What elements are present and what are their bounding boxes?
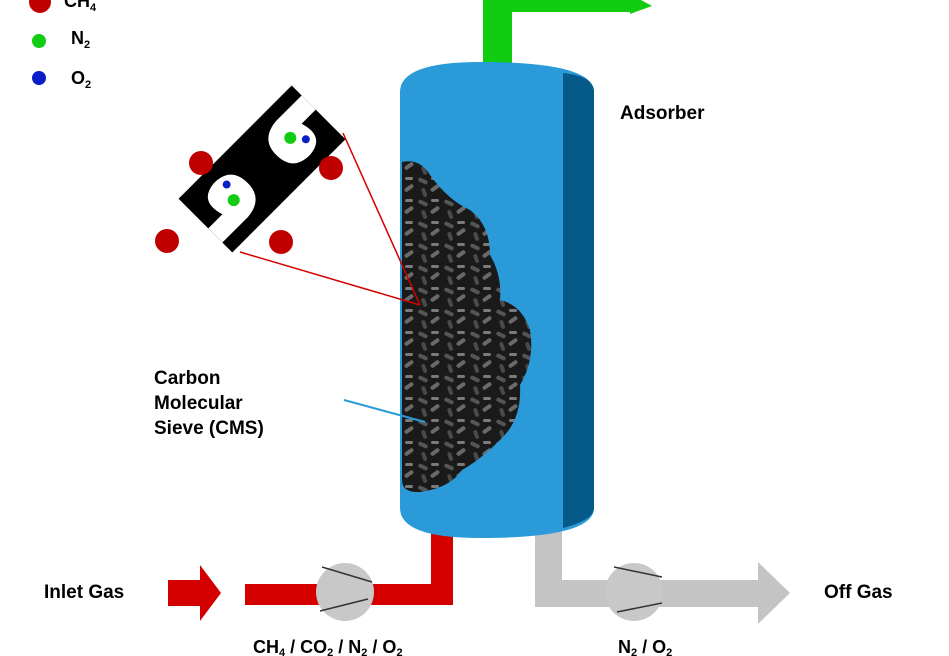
off-gas-pipe — [535, 525, 790, 624]
inlet-composition-label: CH4 / CO2 / N2 / O2 — [253, 637, 403, 656]
product-gas-pipe — [483, 0, 652, 66]
legend-o2-label: O2 — [71, 68, 91, 91]
adsorber-label: Adsorber — [620, 103, 705, 124]
ch4-molecule — [189, 151, 213, 175]
legend-o2-marker — [32, 71, 46, 85]
legend-n2-marker — [32, 34, 46, 48]
off-gas-label: Off Gas — [824, 582, 893, 603]
ch4-molecule — [269, 230, 293, 254]
magnifier-line-top — [342, 132, 421, 306]
legend-ch4-label: CH4 — [64, 0, 97, 14]
off-composition-label: N2 / O2 — [618, 637, 672, 656]
cms-label-line-2: Molecular — [154, 393, 243, 414]
legend-ch4-marker — [29, 0, 51, 13]
pore-closeup — [178, 85, 346, 253]
cms-label-line-1: Carbon — [154, 368, 221, 389]
legend-n2-label: N2 — [71, 28, 90, 51]
magnifier-line-bottom — [239, 251, 421, 306]
ch4-molecule — [319, 156, 343, 180]
ch4-molecule — [155, 229, 179, 253]
inlet-arrow — [168, 565, 221, 621]
inlet-gas-label: Inlet Gas — [44, 582, 124, 603]
cms-pointer-line — [343, 399, 426, 423]
legend: CH4 N2 O2 — [29, 0, 97, 91]
off-gas-valve[interactable] — [605, 563, 663, 621]
cms-label-line-3: Sieve (CMS) — [154, 418, 264, 439]
cms-pellet-bed — [402, 161, 532, 493]
inlet-valve[interactable] — [316, 563, 374, 621]
